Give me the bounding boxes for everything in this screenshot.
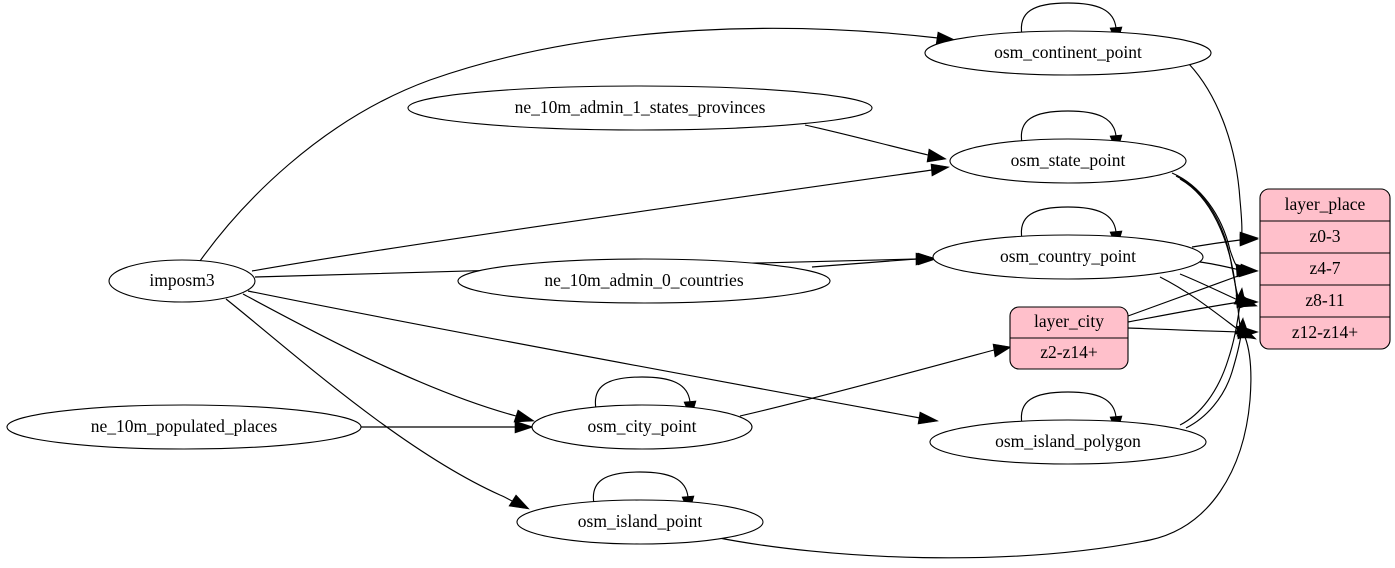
edge-ne-populated-to-osm-city-point — [361, 420, 534, 434]
edge-osm-country-point-to-layer-place-z0-3 — [1191, 233, 1259, 248]
edge-osm-continent-point-to-layer-place-z0-3 — [1188, 63, 1259, 245]
node-ne-10m-admin-1-states-provinces[interactable]: ne_10m_admin_1_states_provinces — [407, 85, 873, 131]
edge-layer-city-extra-1 — [1127, 275, 1239, 317]
node-osm-city-point[interactable]: osm_city_point — [531, 404, 753, 450]
node-ne-10m-populated-places[interactable]: ne_10m_populated_places — [6, 404, 362, 450]
edge-imposm3-to-osm-state-point — [251, 163, 950, 272]
record-node-layer-city[interactable]: layer_city z2-z14+ — [1009, 306, 1129, 370]
edge-layer-city-to-layer-place-z8-11 — [1127, 295, 1259, 323]
edge-osm-city-point-to-layer-city-z2-z14 — [739, 343, 1012, 417]
edge-imposm3-to-osm-city-point — [242, 293, 535, 423]
edge-osm-island-polygon-to-layer-place-z12-z14 — [1185, 317, 1248, 429]
node-imposm3[interactable]: imposm3 — [108, 259, 256, 303]
node-osm-continent-point[interactable]: osm_continent_point — [924, 30, 1212, 76]
node-ne-10m-admin-0-countries[interactable]: ne_10m_admin_0_countries — [457, 258, 831, 304]
record-node-layer-place[interactable]: layer_place z0-3 z4-7 z8-11 z12-z14+ — [1259, 188, 1391, 350]
edge-ne-countries-to-osm-country-point — [811, 252, 935, 268]
edge-ne-states-to-osm-state-point — [804, 124, 947, 163]
edge-imposm3-to-osm-continent-point — [199, 27, 956, 262]
node-layer: imposm3 ne_10m_admin_1_states_provinces … — [6, 30, 1212, 545]
node-osm-country-point[interactable]: osm_country_point — [932, 234, 1204, 280]
edge-imposm3-to-osm-island-polygon — [247, 290, 939, 425]
edge-osm-country-point-to-layer-place-z4-7 — [1199, 261, 1259, 278]
edge-imposm3-to-osm-island-point — [225, 298, 530, 510]
node-osm-state-point[interactable]: osm_state_point — [949, 138, 1187, 184]
edge-layer-city-to-layer-place-z12-z14 — [1127, 325, 1259, 339]
node-osm-island-polygon[interactable]: osm_island_polygon — [929, 419, 1207, 465]
node-osm-island-point[interactable]: osm_island_point — [516, 499, 764, 545]
